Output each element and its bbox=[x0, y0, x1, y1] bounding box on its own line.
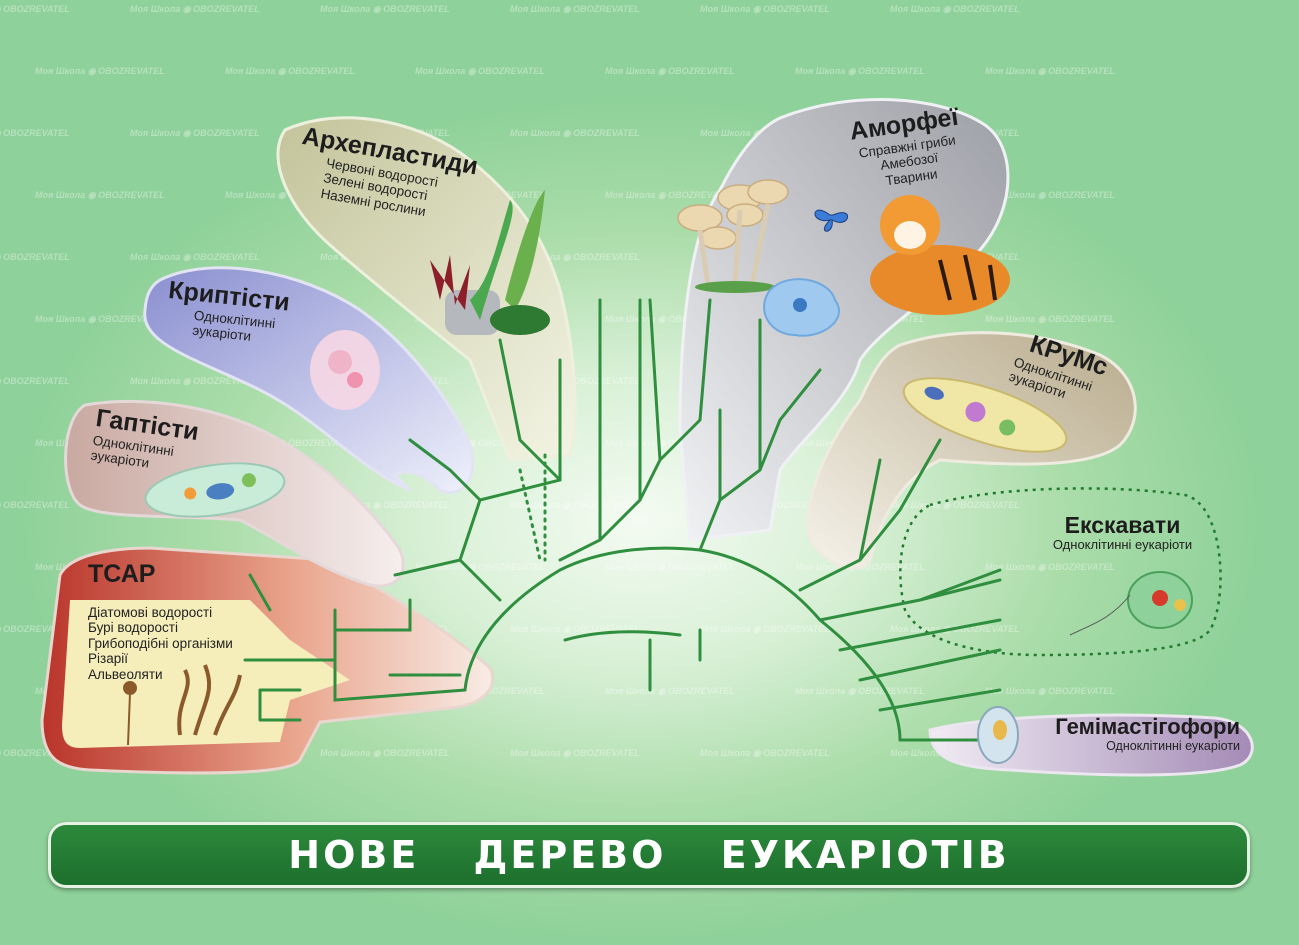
excavate-cell bbox=[1069, 571, 1193, 636]
tsar-block: ТСАР Діатомові водорості Бурі водорості … bbox=[88, 560, 233, 682]
watermark-text: Моя Школа ◉ OBOZREVATEL bbox=[985, 562, 1115, 572]
watermark-text: Моя Школа ◉ OBOZREVATEL bbox=[510, 748, 640, 758]
watermark-text: Моя Школа ◉ OBOZREVATEL bbox=[510, 624, 640, 634]
watermark-text: Моя Школа ◉ OBOZREVATEL bbox=[130, 252, 260, 262]
tsar-list: Діатомові водорості Бурі водорості Грибо… bbox=[88, 605, 233, 683]
watermark-text: Моя Школа ◉ OBOZREVATEL bbox=[510, 500, 640, 510]
tsar-item: Діатомові водорості bbox=[88, 604, 213, 620]
watermark-text: Моя Школа ◉ OBOZREVATEL bbox=[510, 128, 640, 138]
butterfly-illustration bbox=[814, 209, 849, 232]
watermark-text: Моя Школа ◉ OBOZREVATEL bbox=[605, 562, 735, 572]
crums-cell bbox=[902, 377, 1068, 453]
title-banner: НОВЕ ДЕРЕВО ЕУКАРІОТІВ bbox=[48, 822, 1250, 888]
watermark-text: Моя Школа ◉ OBOZREVATEL bbox=[890, 4, 1020, 14]
watermark-text: Моя Школа ◉ OBOZREVATEL bbox=[0, 252, 70, 262]
watermark-text: Моя Школа ◉ OBOZREVATEL bbox=[415, 66, 545, 76]
watermark-text: Моя Школа ◉ OBOZREVATEL bbox=[35, 66, 165, 76]
watermark-text: Моя Школа ◉ OBOZREVATEL bbox=[0, 4, 70, 14]
watermark-text: Моя Школа ◉ OBOZREVATEL bbox=[130, 4, 260, 14]
watermark-text: Моя Школа ◉ OBOZREVATEL bbox=[415, 438, 545, 448]
hemimastigophora-title: Гемімастігофори bbox=[1055, 714, 1240, 739]
tsar-item: Грибоподібні організми bbox=[88, 635, 233, 651]
archaeplastida-region bbox=[276, 116, 577, 462]
watermark-text: Моя Школа ◉ OBOZREVATEL bbox=[985, 314, 1115, 324]
watermark-text: Моя Школа ◉ OBOZREVATEL bbox=[35, 190, 165, 200]
tsar-item: Альвеоляти bbox=[88, 666, 163, 682]
watermark-text: Моя Школа ◉ OBOZREVATEL bbox=[605, 190, 735, 200]
watermark-text: Моя Школа ◉ OBOZREVATEL bbox=[605, 66, 735, 76]
tree-lines bbox=[243, 298, 1002, 742]
cryptist-cell bbox=[310, 330, 380, 410]
watermark-text: Моя Школа ◉ OBOZREVATEL bbox=[510, 4, 640, 14]
watermark-text: Моя Школа ◉ OBOZREVATEL bbox=[605, 438, 735, 448]
watermark-text: Моя Школа ◉ OBOZREVATEL bbox=[0, 500, 70, 510]
watermark-text: Моя Школа ◉ OBOZREVATEL bbox=[795, 66, 925, 76]
excavates-block: Екскавати Одноклітинні еукаріоти bbox=[1040, 512, 1205, 553]
watermark-text: Моя Школа ◉ OBOZREVATEL bbox=[795, 686, 925, 696]
watermark-text: Моя Школа ◉ OBOZREVATEL bbox=[225, 66, 355, 76]
tsar-item: Різарії bbox=[88, 651, 128, 667]
diagram-title: НОВЕ ДЕРЕВО ЕУКАРІОТІВ bbox=[288, 833, 1010, 877]
watermark-text: Моя Школа ◉ OBOZREVATEL bbox=[985, 190, 1115, 200]
watermark-text: Моя Школа ◉ OBOZREVATEL bbox=[35, 314, 165, 324]
watermark-text: Моя Школа ◉ OBOZREVATEL bbox=[225, 438, 355, 448]
excavates-desc: Одноклітинні еукаріоти bbox=[1052, 537, 1193, 553]
watermark-text: Моя Школа ◉ OBOZREVATEL bbox=[0, 128, 70, 138]
watermark-text: Моя Школа ◉ OBOZREVATEL bbox=[605, 686, 735, 696]
hemimastigophora-desc: Одноклітинні еукаріоти bbox=[1106, 739, 1240, 754]
watermark-text: Моя Школа ◉ OBOZREVATEL bbox=[890, 500, 1020, 510]
watermark-text: Моя Школа ◉ OBOZREVATEL bbox=[700, 624, 830, 634]
watermark-text: Моя Школа ◉ OBOZREVATEL bbox=[130, 376, 260, 386]
watermark-text: Моя Школа ◉ OBOZREVATEL bbox=[130, 128, 260, 138]
watermark-text: Моя Школа ◉ OBOZREVATEL bbox=[985, 686, 1115, 696]
plants-illustration bbox=[430, 190, 550, 335]
watermark-text: Моя Школа ◉ OBOZREVATEL bbox=[985, 66, 1115, 76]
tree-dotted-lines bbox=[518, 453, 547, 562]
watermark-text: Моя Школа ◉ OBOZREVATEL bbox=[0, 376, 70, 386]
amorphea-block: Аморфеї Справжні гриби Амебозої Тварини bbox=[848, 103, 967, 193]
watermark-text: Моя Школа ◉ OBOZREVATEL bbox=[700, 4, 830, 14]
watermark-text: Моя Школа ◉ OBOZREVATEL bbox=[0, 624, 70, 634]
watermark-text: Моя Школа ◉ OBOZREVATEL bbox=[320, 500, 450, 510]
tsar-item: Бурі водорості bbox=[88, 620, 178, 636]
tsar-algae bbox=[123, 664, 242, 746]
excavates-title: Екскавати bbox=[1064, 512, 1181, 538]
excavates-region bbox=[899, 487, 1222, 657]
tsar-title: ТСАР bbox=[88, 560, 156, 588]
watermark-text: Моя Школа ◉ OBOZREVATEL bbox=[415, 562, 545, 572]
watermark-text: Моя Школа ◉ OBOZREVATEL bbox=[320, 4, 450, 14]
watermark-text: Моя Школа ◉ OBOZREVATEL bbox=[605, 314, 735, 324]
hemimastigophora-block: Гемімастігофори Одноклітинні еукаріоти bbox=[1025, 714, 1240, 754]
cryptists-region bbox=[143, 266, 475, 495]
hemimastigophora-cell bbox=[977, 706, 1019, 764]
haptist-cell bbox=[144, 462, 286, 518]
fungi-illustration bbox=[677, 179, 789, 293]
tiger-illustration bbox=[870, 195, 1010, 315]
watermark-text: Моя Школа ◉ OBOZREVATEL bbox=[510, 252, 640, 262]
watermark-text: Моя Школа ◉ OBOZREVATEL bbox=[320, 748, 450, 758]
watermark-text: Моя Школа ◉ OBOZREVATEL bbox=[0, 748, 70, 758]
watermark-text: Моя Школа ◉ OBOZREVATEL bbox=[700, 748, 830, 758]
crums-region bbox=[806, 331, 1137, 570]
amoeba-illustration bbox=[763, 278, 840, 337]
